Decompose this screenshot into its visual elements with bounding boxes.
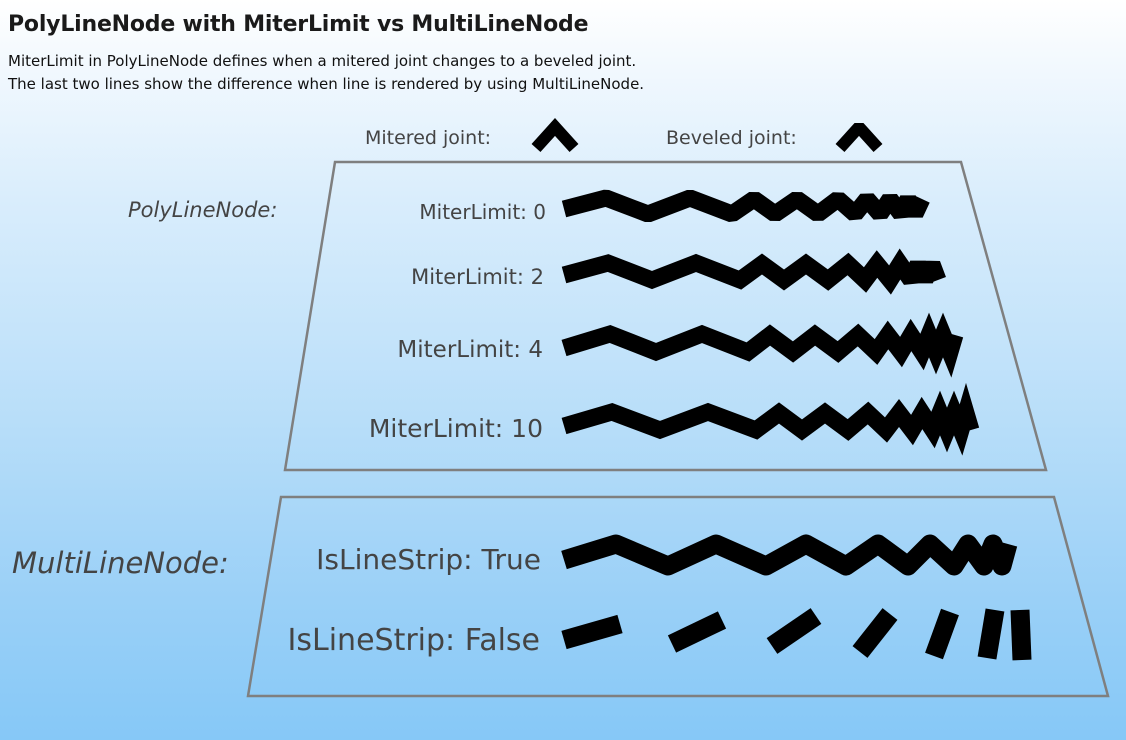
miterlimit-2-label: MiterLimit: 2: [411, 265, 544, 289]
islinestrip-true-line: [561, 534, 1018, 576]
beveled-joint-label: Beveled joint:: [666, 127, 797, 149]
segment: [667, 611, 727, 653]
miterlimit-10-line: [561, 382, 980, 456]
miterlimit-4-label: MiterLimit: 4: [397, 337, 543, 363]
description-line-1: MiterLimit in PolyLineNode defines when …: [8, 52, 637, 70]
miterlimit-10-label: MiterLimit: 10: [369, 414, 543, 443]
multiline-section-label: MultiLineNode:: [12, 546, 229, 580]
page-title: PolyLineNode with MiterLimit vs MultiLin…: [8, 12, 589, 37]
description-line-2: The last two lines show the difference w…: [8, 75, 645, 93]
segment: [561, 614, 623, 650]
mitered-joint-icon: [531, 118, 579, 153]
islinestrip-false-label: IsLineStrip: False: [288, 623, 540, 658]
mitered-joint-label: Mitered joint:: [365, 127, 491, 149]
segment: [766, 608, 822, 654]
segment: [852, 608, 898, 658]
islinestrip-false-segments: [561, 608, 1032, 661]
miterlimit-0-line: [561, 189, 930, 222]
polyline-panel: [283, 160, 1048, 472]
multiline-panel: [246, 495, 1110, 698]
miterlimit-4-line: [561, 312, 964, 378]
miterlimit-2-line: [561, 248, 946, 295]
beveled-joint-icon: [835, 122, 883, 153]
segment: [1010, 609, 1032, 661]
islinestrip-true-label: IsLineStrip: True: [316, 543, 541, 576]
segment: [925, 608, 959, 660]
polyline-section-label: PolyLineNode:: [128, 198, 277, 222]
segment: [977, 608, 1005, 660]
miterlimit-0-label: MiterLimit: 0: [419, 200, 546, 224]
